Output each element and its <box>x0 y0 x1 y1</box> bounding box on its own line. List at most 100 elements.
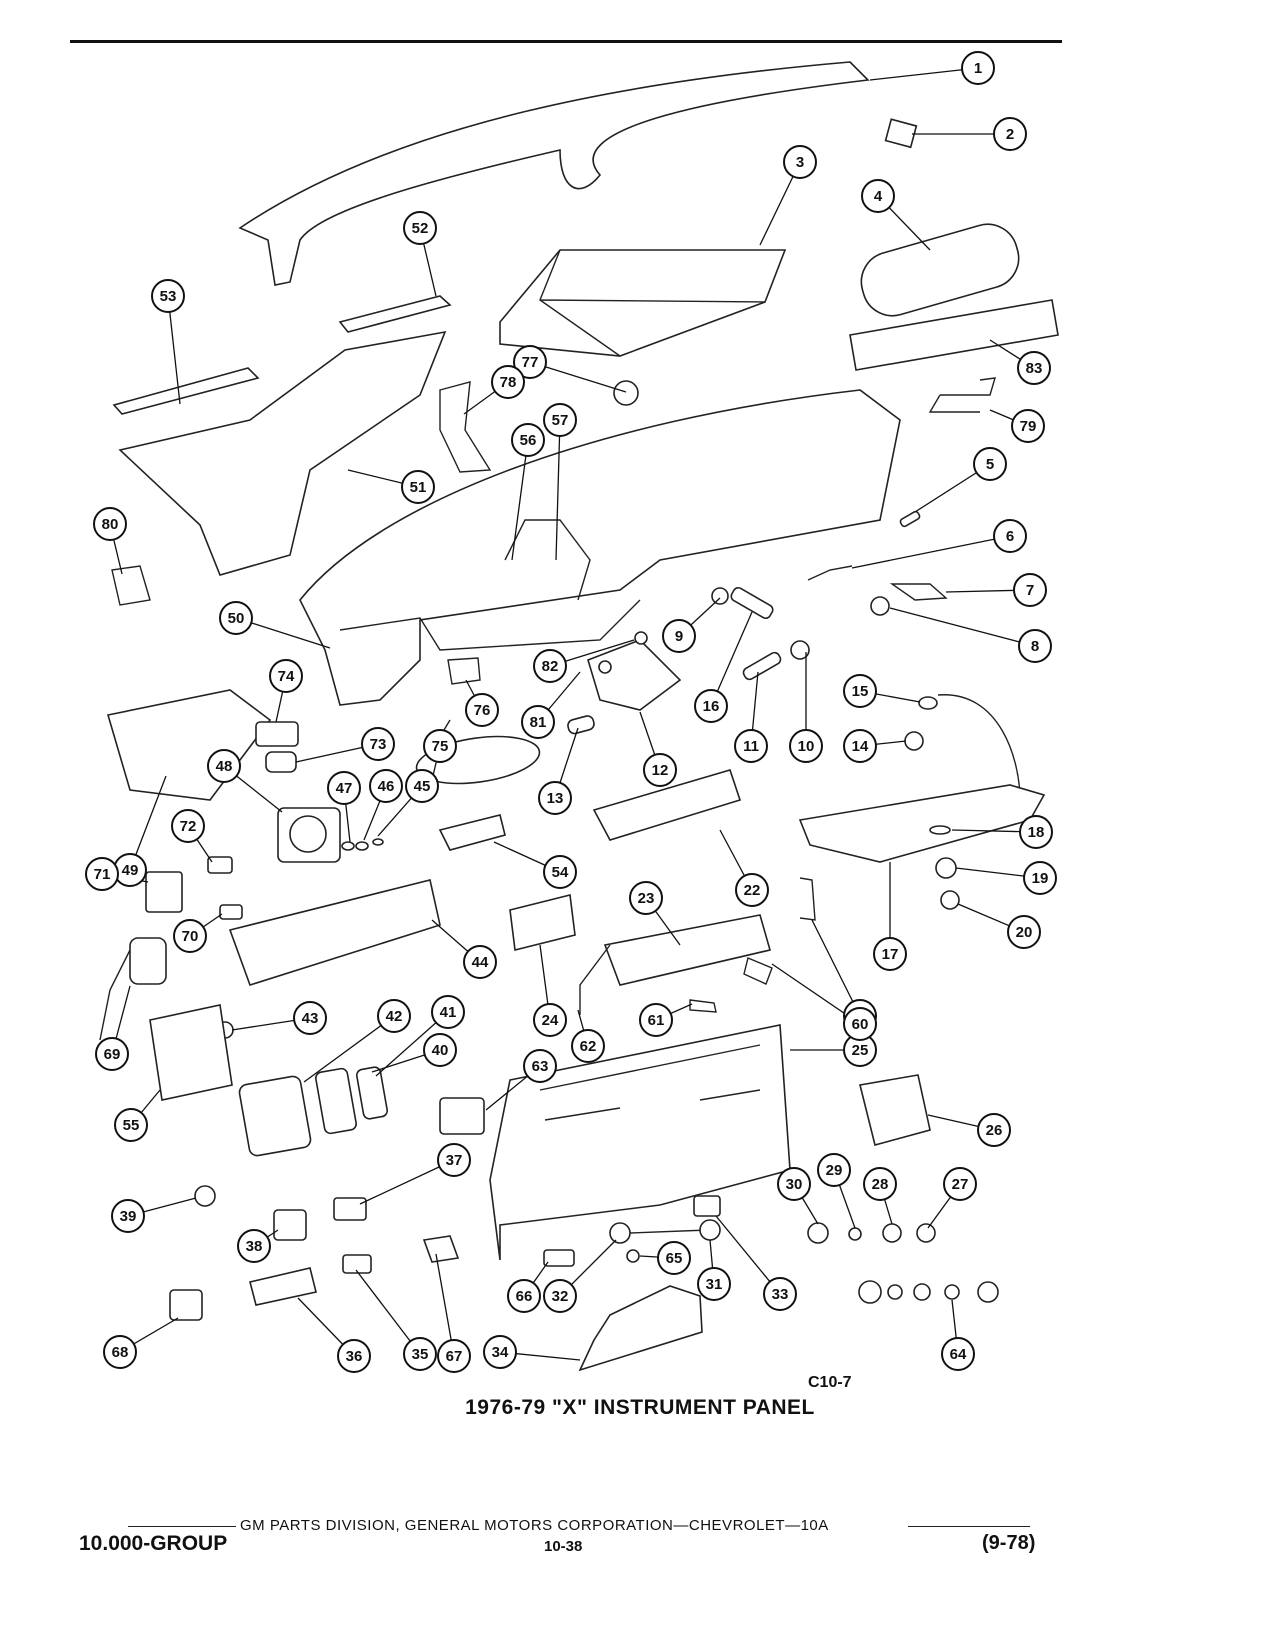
callout-68: 68 <box>103 1335 137 1369</box>
callout-label-24: 24 <box>542 1012 559 1029</box>
callout-label-75: 75 <box>432 738 449 755</box>
callout-18: 18 <box>1019 815 1053 849</box>
callout-11: 11 <box>734 729 768 763</box>
callout-33: 33 <box>763 1277 797 1311</box>
switch-74 <box>255 721 299 747</box>
callout-65: 65 <box>657 1241 691 1275</box>
callout-label-18: 18 <box>1028 824 1045 841</box>
callout-label-39: 39 <box>120 1208 137 1225</box>
callout-26: 26 <box>977 1113 1011 1147</box>
callout-42: 42 <box>377 999 411 1033</box>
callout-40: 40 <box>423 1033 457 1067</box>
callout-label-82: 82 <box>542 658 559 675</box>
page-number: 10-38 <box>544 1538 583 1555</box>
switch-39 <box>194 1185 216 1207</box>
trim-52-right <box>338 295 452 333</box>
switch-69 <box>129 937 167 985</box>
callout-label-81: 81 <box>530 714 547 731</box>
instrument-panel-pad <box>238 61 870 286</box>
console-tray-51 <box>118 330 447 576</box>
callout-16: 16 <box>694 689 728 723</box>
callout-group: 1234567891011121314151617181920212223242… <box>85 51 1057 1373</box>
callout-label-10: 10 <box>798 738 815 755</box>
callout-15: 15 <box>843 674 877 708</box>
lens-41 <box>355 1066 389 1120</box>
callout-label-32: 32 <box>552 1288 569 1305</box>
callout-14: 14 <box>843 729 877 763</box>
nut-82 <box>634 631 648 645</box>
callout-60: 60 <box>843 1007 877 1041</box>
callout-13: 13 <box>538 781 572 815</box>
callout-label-28: 28 <box>872 1176 889 1193</box>
callout-29: 29 <box>817 1153 851 1187</box>
callout-27: 27 <box>943 1167 977 1201</box>
callout-label-60: 60 <box>852 1016 869 1033</box>
callout-label-35: 35 <box>412 1346 429 1363</box>
callout-label-20: 20 <box>1016 924 1033 941</box>
lighter-13 <box>567 715 595 735</box>
callout-46: 46 <box>369 769 403 803</box>
callout-label-44: 44 <box>472 954 489 971</box>
callout-label-56: 56 <box>520 432 537 449</box>
callout-75: 75 <box>423 729 457 763</box>
switch-68 <box>169 1289 203 1321</box>
callout-label-69: 69 <box>104 1046 121 1063</box>
callout-7: 7 <box>1013 573 1047 607</box>
callout-30: 30 <box>777 1167 811 1201</box>
callout-label-11: 11 <box>743 738 759 755</box>
bracket-7 <box>889 583 948 601</box>
callout-label-1: 1 <box>974 60 982 77</box>
bracket-80 <box>111 565 151 606</box>
knob-8 <box>870 596 890 616</box>
callout-39: 39 <box>111 1199 145 1233</box>
switch-16 <box>730 586 774 620</box>
callout-20: 20 <box>1007 915 1041 949</box>
switch-37 <box>333 1197 367 1221</box>
knob-30b <box>858 1280 882 1304</box>
knob-9 <box>711 587 729 605</box>
callout-72: 72 <box>171 809 205 843</box>
callout-8: 8 <box>1018 629 1052 663</box>
callout-label-29: 29 <box>826 1162 843 1179</box>
fuse-panel-55 <box>149 1004 233 1101</box>
switch-35 <box>342 1254 372 1274</box>
washer-18 <box>929 825 951 835</box>
callout-77: 77 <box>513 345 547 379</box>
bracket-78 <box>439 381 492 473</box>
callout-label-26: 26 <box>986 1122 1003 1139</box>
callout-label-50: 50 <box>228 610 245 627</box>
callout-label-63: 63 <box>532 1058 549 1075</box>
callout-label-31: 31 <box>706 1276 723 1293</box>
knob-29a <box>848 1227 862 1241</box>
revision-date: (9-78) <box>982 1532 1036 1554</box>
footer-rule-left <box>128 1526 236 1527</box>
callout-label-43: 43 <box>302 1010 319 1027</box>
callout-2: 2 <box>993 117 1027 151</box>
callout-label-41: 41 <box>440 1004 457 1021</box>
instrument-panel-50 <box>299 389 901 706</box>
header-rule <box>70 40 1062 43</box>
switch-66 <box>543 1249 575 1267</box>
bezel-40 <box>315 1067 357 1135</box>
group-number: 10.000-GROUP <box>79 1532 228 1555</box>
callout-label-74: 74 <box>278 668 295 685</box>
callout-label-16: 16 <box>703 698 720 715</box>
wire-56 <box>504 519 591 601</box>
knob-67 <box>422 1235 460 1263</box>
knob-30a <box>807 1222 829 1244</box>
callout-79: 79 <box>1011 409 1045 443</box>
callout-label-2: 2 <box>1006 126 1014 143</box>
callout-49: 49 <box>113 853 147 887</box>
callout-label-76: 76 <box>474 702 491 719</box>
knob-28a <box>882 1223 902 1243</box>
callout-31: 31 <box>697 1267 731 1301</box>
leader-16 <box>710 611 753 707</box>
leader-37 <box>359 1159 455 1205</box>
switch-33 <box>693 1195 721 1217</box>
callout-9: 9 <box>662 619 696 653</box>
callout-label-25: 25 <box>852 1042 869 1059</box>
callout-17: 17 <box>873 937 907 971</box>
callout-51: 51 <box>401 470 435 504</box>
callout-label-8: 8 <box>1031 638 1039 655</box>
